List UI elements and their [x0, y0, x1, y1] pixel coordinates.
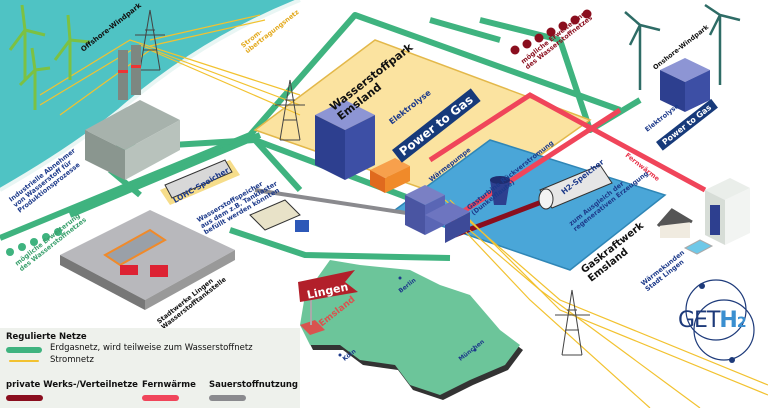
apartment-building-icon: [705, 178, 750, 245]
industry-building-icon: [85, 45, 180, 180]
h2-storage-icon: [538, 164, 613, 210]
legend-regulated-title: Regulierte Netze: [6, 332, 87, 342]
legend-sauerstoff-title: Sauerstoffnutzung: [209, 380, 299, 390]
logo-circles-icon: [685, 279, 755, 363]
legend-private-title: private Werks-/Verteilnetze: [6, 380, 138, 390]
geth2-logo: GETH2: [668, 272, 764, 368]
gas-power-plant-icon: [405, 176, 510, 243]
legend-fernwaerme-swatch: [142, 395, 179, 401]
legend-gas-swatch: [6, 347, 42, 353]
expansion-left-dots: [6, 228, 62, 256]
wind-turbine-icon: [8, 4, 91, 110]
heat-pump-icon: [370, 158, 410, 193]
expansion-top-dots: [510, 9, 592, 55]
wind-turbine-icon: [624, 3, 741, 90]
legend-power-swatch: [9, 360, 39, 362]
pylon-icon: [135, 9, 590, 356]
germany-map: [298, 260, 523, 400]
legend-fernwaerme-title: Fernwärme: [142, 380, 196, 390]
tanker-truck-icon: [249, 199, 309, 232]
logo-sub: 2: [736, 315, 747, 331]
logo-h: H: [719, 308, 737, 333]
electrolysis-building-icon: [315, 100, 375, 180]
fernwaerme-network: [428, 92, 707, 223]
onshore-electrolysis-icon: [660, 58, 710, 112]
house-icon: [656, 208, 714, 255]
legend-sauerstoff-swatch: [209, 395, 246, 401]
hydrogen-station-icon: [60, 210, 235, 310]
oxygen-network: [254, 188, 421, 217]
legend-power-label: Stromnetz: [50, 355, 94, 365]
logo-text: GET: [678, 308, 720, 333]
lohc-tank-icon: [160, 159, 240, 205]
legend: Regulierte Netze Erdgasnetz, wird teilwe…: [0, 328, 300, 408]
legend-gas-label: Erdgasnetz, wird teilweise zum Wassersto…: [50, 343, 253, 353]
sea-shore: [0, 0, 301, 192]
legend-private-swatch: [6, 395, 43, 401]
